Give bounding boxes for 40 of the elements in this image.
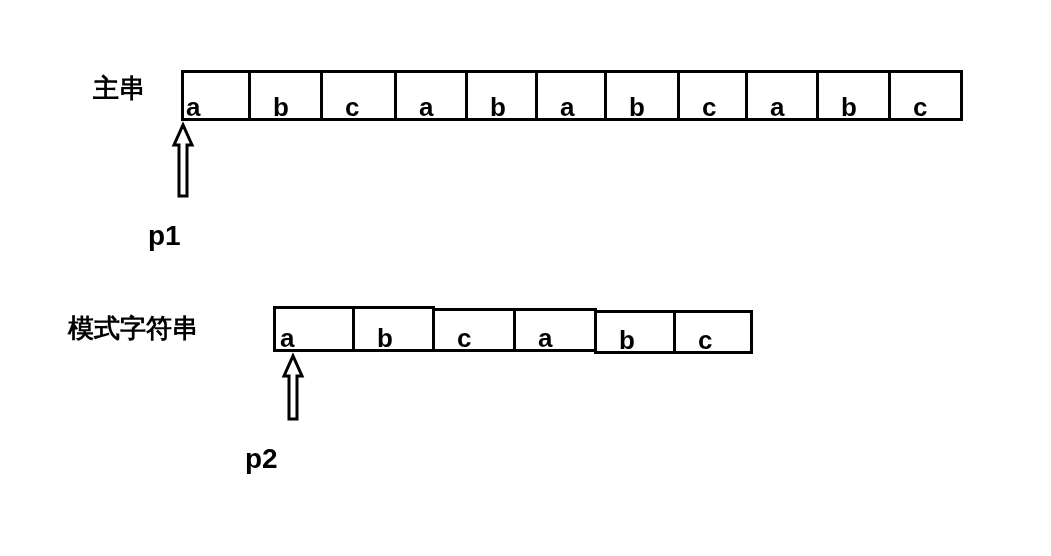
array-cell [745,70,819,121]
array-cell [432,308,516,352]
array-cell [181,70,251,121]
array-cell [888,70,963,121]
cell-character: b [619,327,635,353]
cell-character: c [913,94,928,120]
cell-character: b [490,94,506,120]
cell-character: a [770,94,785,120]
array-cell [604,70,680,121]
array-cell [594,310,676,354]
array-cell [248,70,323,121]
row-heading: 模式字符串 [68,315,198,341]
array-cell [535,70,607,121]
array-cell [320,70,397,121]
cell-character: b [629,94,645,120]
cell-character: b [273,94,289,120]
cell-character: c [457,325,472,351]
array-cell [673,310,753,354]
array-cell [352,306,435,352]
cell-character: b [841,94,857,120]
cell-character: a [280,325,295,351]
cell-character: c [345,94,360,120]
row-heading: 主串 [93,75,145,101]
array-cell [394,70,468,121]
array-cell [677,70,748,121]
cell-character: a [538,325,553,351]
pointer-label: p1 [148,222,181,250]
pointer-label: p2 [245,445,278,473]
cell-character: a [560,94,575,120]
cell-character: a [419,94,434,120]
hollow-arrow [171,121,195,198]
hollow-arrow [281,352,305,421]
array-cell [816,70,891,121]
cell-character: c [698,327,713,353]
cell-character: b [377,325,393,351]
cell-character: a [186,94,201,120]
array-cell [465,70,538,121]
array-cell [513,308,597,352]
cell-character: c [702,94,717,120]
array-cell [273,306,355,352]
